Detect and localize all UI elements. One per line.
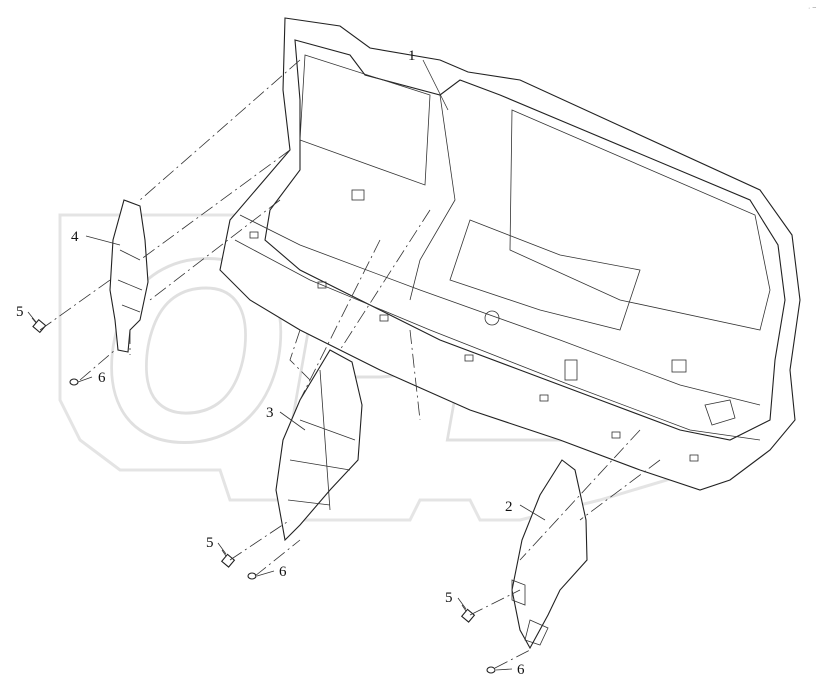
callout-labels: 1 2 3 4 5 6 5 6 5 6 [16, 48, 525, 678]
callout-5-left: 5 [16, 304, 24, 320]
callout-5-middle: 5 [206, 535, 214, 551]
clip-part-6-b [247, 572, 257, 580]
main-panel-outline [219, 17, 801, 491]
cover-part-2-tab [511, 579, 549, 646]
assembly-lines [39, 59, 661, 669]
shield-part-3 [275, 349, 363, 542]
rail-clips [249, 189, 699, 462]
lower-lip [234, 239, 761, 441]
callout-1: 1 [408, 48, 416, 64]
shield-part-3-ribs [287, 369, 356, 511]
callout-6-right: 6 [517, 662, 525, 678]
callout-2: 2 [505, 499, 513, 515]
bracket-part-4 [109, 199, 149, 353]
corner-mark: · ~ [808, 5, 816, 12]
left-window [299, 54, 431, 186]
callout-6-left: 6 [98, 370, 106, 386]
bolt-part-5-a [31, 317, 47, 334]
clip-part-6-a [69, 378, 79, 386]
main-panel-inner-frame [264, 39, 786, 441]
callout-4: 4 [71, 229, 79, 245]
lower-channel [239, 214, 761, 406]
callout-6-middle: 6 [279, 564, 287, 580]
bolt-part-5-b [220, 549, 236, 568]
clip-part-6-c [486, 666, 496, 674]
right-notch [704, 399, 736, 426]
leader-lines [27, 59, 546, 671]
cover-part-2 [511, 459, 588, 650]
main-panel [219, 17, 801, 491]
bracket-part-4-detail [117, 249, 143, 313]
center-box [449, 219, 641, 331]
center-divider [409, 94, 456, 301]
bolt-part-5-c [460, 604, 476, 623]
callout-5-right: 5 [445, 590, 453, 606]
callout-3: 3 [266, 405, 274, 421]
right-window [509, 109, 771, 331]
center-hole [484, 310, 500, 326]
